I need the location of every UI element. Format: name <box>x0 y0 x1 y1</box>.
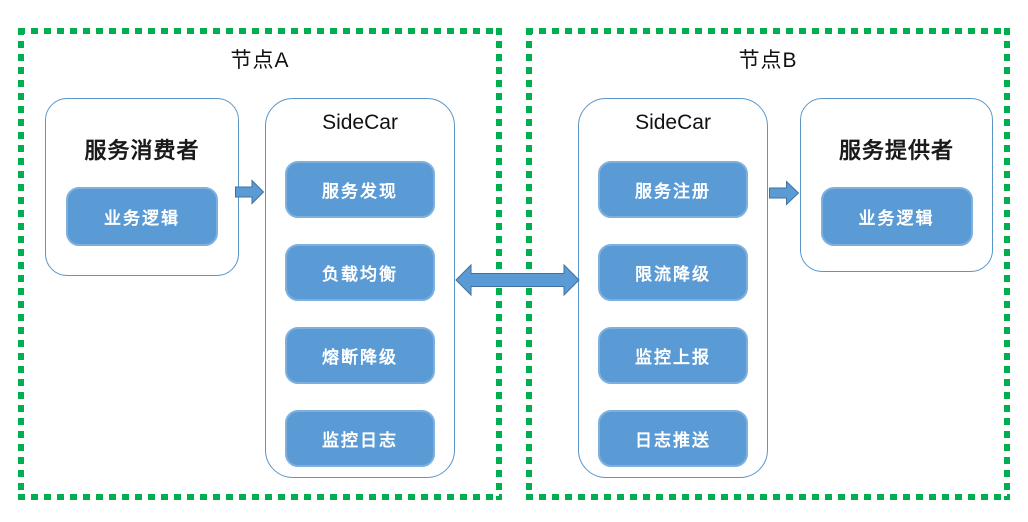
sidecar-b-box: SideCar 服务注册 限流降级 监控上报 日志推送 <box>578 98 768 478</box>
sidecar-to-sidecar-arrow-icon <box>455 262 580 298</box>
consumer-to-sidecar-arrow-icon <box>235 179 265 205</box>
service-provider-label: 服务提供者 <box>838 138 954 163</box>
provider-business-logic-chip: 业务逻辑 <box>820 187 973 246</box>
service-consumer-label: 服务消费者 <box>84 138 200 163</box>
node-b-title: 节点B <box>738 49 798 72</box>
sidecar-b-item-monitor-report: 监控上报 <box>598 327 748 384</box>
sidecar-a-item-circuit-breaking: 熔断降级 <box>285 327 435 384</box>
sidecar-b-item-service-registration: 服务注册 <box>598 161 748 218</box>
sidecar-b-item-log-push: 日志推送 <box>598 410 748 467</box>
sidecar-a-item-monitor-logging: 监控日志 <box>285 410 435 467</box>
node-b-container: 节点B SideCar 服务注册 限流降级 监控上报 日志推送 服务提供者 业务… <box>526 28 1010 500</box>
sidecar-to-provider-arrow-icon <box>769 180 800 206</box>
sidecar-a-title: SideCar <box>322 111 398 134</box>
sidecar-a-item-service-discovery: 服务发现 <box>285 161 435 218</box>
consumer-business-logic-chip: 业务逻辑 <box>66 187 218 246</box>
service-provider-box: 服务提供者 业务逻辑 <box>800 98 993 272</box>
sidecar-b-title: SideCar <box>635 111 711 134</box>
sidecar-a-box: SideCar 服务发现 负载均衡 熔断降级 监控日志 <box>265 98 455 478</box>
service-consumer-box: 服务消费者 业务逻辑 <box>45 98 239 276</box>
node-a-container: 节点A 服务消费者 业务逻辑 SideCar 服务发现 负载均衡 熔断降级 监控… <box>18 28 502 500</box>
sidecar-b-item-rate-limit-degrade: 限流降级 <box>598 244 748 301</box>
node-a-title: 节点A <box>230 49 290 72</box>
sidecar-a-item-load-balancing: 负载均衡 <box>285 244 435 301</box>
